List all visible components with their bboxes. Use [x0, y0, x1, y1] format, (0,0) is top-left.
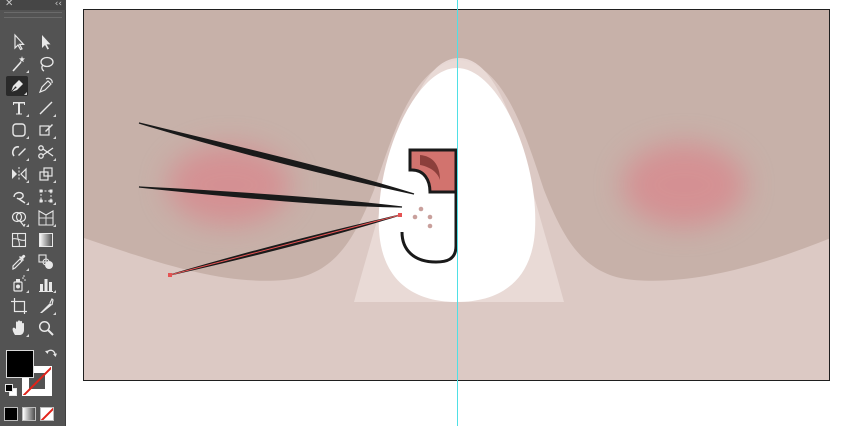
zoom-tool[interactable] — [35, 318, 57, 338]
perspective-grid-tool[interactable] — [35, 208, 57, 228]
rectangle-tool[interactable] — [8, 120, 30, 140]
tools-panel: ✕ ‹‹ — [0, 0, 66, 426]
type-icon — [13, 102, 25, 115]
line-segment-tool[interactable] — [35, 98, 57, 118]
shape-builder-icon — [11, 211, 27, 228]
fill-swatch[interactable] — [6, 350, 34, 378]
selection-tool[interactable] — [8, 32, 30, 52]
scissors-icon — [38, 145, 54, 159]
shape-builder-tool[interactable] — [8, 208, 30, 228]
hand-icon — [12, 320, 24, 335]
vertical-guide[interactable] — [457, 0, 458, 426]
paintbrush-tool[interactable] — [35, 120, 57, 140]
color-mode-buttons — [4, 407, 62, 421]
whisker-upper — [138, 122, 415, 195]
pen-icon — [10, 80, 23, 93]
tools-panel-header: ✕ ‹‹ — [0, 0, 66, 10]
whisker-dot — [427, 214, 433, 220]
hand-tool[interactable] — [8, 318, 30, 338]
eyedropper-icon — [12, 254, 26, 270]
warp-icon — [13, 191, 26, 204]
symbol-sprayer-icon — [13, 275, 26, 292]
paintbrush-icon — [39, 124, 53, 136]
mesh-icon — [11, 232, 27, 248]
curvature-tool[interactable] — [35, 76, 57, 96]
blend-tool[interactable] — [35, 252, 57, 272]
artwork — [84, 10, 829, 380]
right-cheek-blush — [622, 143, 746, 227]
shaper-tool[interactable] — [8, 142, 30, 162]
whisker-middle — [138, 186, 403, 208]
mesh-tool[interactable] — [8, 230, 30, 250]
artboard-tool[interactable] — [8, 296, 30, 316]
lasso-icon — [40, 56, 54, 72]
gradient-mode-button[interactable] — [22, 407, 36, 421]
scale-tool[interactable] — [35, 164, 57, 184]
swap-fill-stroke-icon[interactable] — [44, 348, 58, 362]
direct-selection-tool[interactable] — [35, 32, 57, 52]
direct-selection-arrow-icon — [42, 35, 51, 50]
slice-icon — [40, 297, 54, 313]
slice-tool[interactable] — [35, 296, 57, 316]
free-transform-icon — [39, 189, 53, 203]
reflect-icon — [12, 167, 27, 181]
line-segment-icon — [39, 101, 53, 115]
anchor-point[interactable] — [398, 213, 402, 217]
color-mode-button[interactable] — [4, 407, 18, 421]
column-graph-tool[interactable] — [35, 274, 57, 294]
scissors-tool[interactable] — [35, 142, 57, 162]
document-canvas[interactable] — [66, 0, 850, 426]
free-transform-tool[interactable] — [35, 186, 57, 206]
rounded-rectangle-icon — [12, 123, 26, 137]
panel-grip[interactable] — [4, 12, 62, 18]
fill-stroke-controls — [4, 346, 62, 402]
reflect-tool[interactable] — [8, 164, 30, 184]
whisker-dot — [418, 206, 424, 212]
magic-wand-tool[interactable] — [8, 54, 30, 74]
artboard-icon — [11, 298, 27, 314]
eyedropper-tool[interactable] — [8, 252, 30, 272]
selection-arrow-icon — [14, 33, 25, 51]
chin-line — [400, 192, 458, 264]
shaper-icon — [12, 146, 26, 157]
whisker-dot — [412, 214, 418, 220]
column-graph-icon — [39, 279, 53, 292]
selected-path-outline — [169, 214, 401, 276]
default-fill-stroke-icon[interactable] — [5, 384, 17, 396]
artboard[interactable] — [83, 9, 830, 381]
pen-tool[interactable] — [6, 76, 28, 96]
magic-wand-icon — [12, 56, 25, 72]
scale-icon — [39, 167, 53, 181]
left-cheek-blush — [167, 145, 291, 225]
blend-icon — [38, 254, 53, 269]
curvature-icon — [38, 77, 53, 94]
gradient-icon — [39, 233, 53, 247]
collapse-panel-icon[interactable]: ‹‹ — [54, 0, 62, 9]
gradient-tool[interactable] — [35, 230, 57, 250]
type-tool[interactable] — [8, 98, 30, 118]
whisker-dot — [427, 223, 433, 229]
close-panel-icon[interactable]: ✕ — [5, 0, 14, 9]
zoom-icon — [38, 320, 54, 336]
warp-tool[interactable] — [8, 186, 30, 206]
none-mode-button[interactable] — [40, 407, 54, 421]
lasso-tool[interactable] — [35, 54, 57, 74]
perspective-grid-icon — [38, 210, 54, 226]
mouth-shadow — [420, 155, 440, 180]
symbol-sprayer-tool[interactable] — [8, 274, 30, 294]
anchor-point[interactable] — [168, 273, 172, 277]
